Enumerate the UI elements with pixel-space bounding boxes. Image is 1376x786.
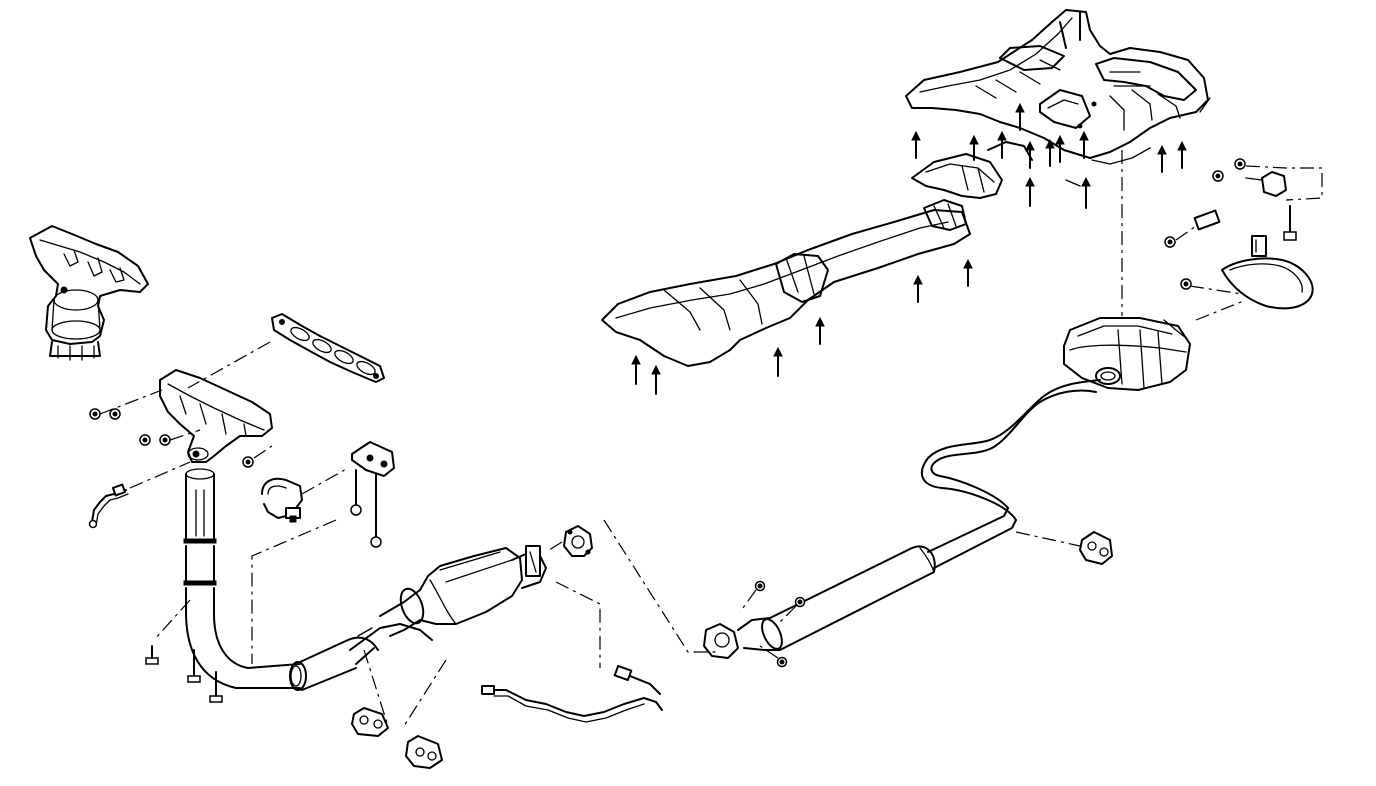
pipe-clamp [261,477,303,523]
front-heat-shield [601,141,1033,367]
manifold-fasteners [89,408,254,468]
converter-flange-gasket [563,525,593,557]
rear-heat-shield [1091,97,1211,165]
muffler-tailpipe [920,317,1191,521]
underbody-heat-shields [905,9,1209,159]
intermediate-pipe-resonator [703,507,1017,668]
exhaust-manifold [159,369,273,463]
oxygen-sensor-rear [481,581,663,723]
oxygen-sensor-front [88,483,129,529]
rubber-exhaust-insulators [351,531,1113,769]
catalytic-converter [349,545,547,665]
front-exhaust-pipe [183,468,379,691]
heat-shield-fasteners-front [631,258,973,395]
pipe-hanger-bracket [350,441,395,548]
exhaust-manifold-gasket [271,313,385,383]
heat-shield-fasteners-rear [911,102,1187,316]
front-pipe-studs [145,599,223,703]
tailpipe-hanger-strap [1164,158,1323,321]
exhaust-manifold-assembly-inset [29,225,149,361]
